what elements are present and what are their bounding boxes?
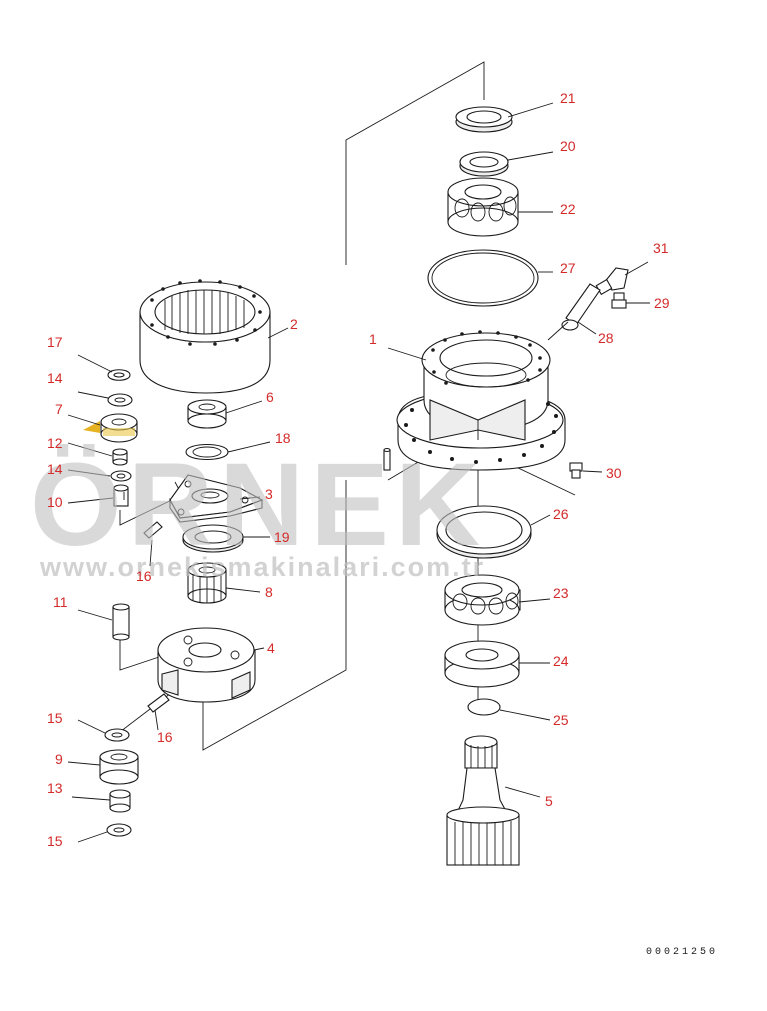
part-3-carrier	[169, 474, 264, 523]
part-18-snap-ring	[185, 443, 229, 461]
leader-lines	[67, 102, 650, 843]
part-1-housing	[396, 330, 566, 471]
label-14b: 14	[47, 461, 63, 477]
label-28: 28	[598, 330, 614, 346]
label-19: 19	[274, 529, 290, 545]
label-27: 27	[560, 260, 576, 276]
label-10: 10	[47, 494, 63, 510]
part-7-gear	[83, 413, 138, 443]
part-15-washer	[104, 728, 130, 742]
part-19-collar	[182, 524, 244, 553]
label-15: 15	[47, 710, 63, 726]
part-20-collar	[459, 151, 509, 177]
label-5: 5	[545, 793, 553, 809]
part-9-gear	[99, 749, 139, 785]
label-12: 12	[47, 435, 63, 451]
watermark-url: www.ornekismakinalari.com.tr	[39, 552, 485, 582]
label-13: 13	[47, 780, 63, 796]
part-16-pin-upper	[143, 521, 163, 539]
part-30-plug	[569, 462, 583, 479]
part-callouts: 21 20 22 27 31 29 28 1 2 17 14 7 12 14 1…	[47, 90, 670, 849]
part-17-snap-ring	[107, 369, 131, 381]
label-9: 9	[55, 751, 63, 767]
label-8: 8	[265, 584, 273, 600]
label-29: 29	[654, 295, 670, 311]
label-7: 7	[55, 401, 63, 417]
label-18: 18	[275, 430, 291, 446]
part-14-washer-lower	[110, 470, 132, 482]
part-29-plug	[611, 292, 627, 309]
label-2: 2	[290, 316, 298, 332]
label-24: 24	[553, 653, 569, 669]
part-16-pin-lower	[147, 693, 170, 713]
part-10-shaft	[113, 484, 129, 507]
watermark: ÖRNEK www.ornekismakinalari.com.tr	[30, 439, 486, 582]
label-25: 25	[553, 712, 569, 728]
part-6-bearing	[187, 399, 227, 429]
part-26-ring	[436, 505, 532, 559]
label-30: 30	[606, 465, 622, 481]
label-15b: 15	[47, 833, 63, 849]
part-28-pipe	[561, 283, 601, 331]
label-20: 20	[560, 138, 576, 154]
part-4-carrier	[157, 627, 256, 703]
watermark-brand: ÖRNEK	[30, 439, 486, 571]
label-3: 3	[265, 486, 273, 502]
label-22: 22	[560, 201, 576, 217]
part-11-shaft	[112, 603, 130, 641]
part-8-gear	[187, 562, 227, 604]
part-23-roller-bearing	[444, 574, 521, 626]
part-27-o-ring	[427, 249, 539, 307]
label-21: 21	[560, 90, 576, 106]
part-2-ring-gear	[139, 279, 271, 394]
label-16: 16	[136, 568, 152, 584]
label-11: 11	[53, 594, 68, 610]
label-31: 31	[653, 240, 669, 256]
part-15-washer-lower	[106, 823, 132, 837]
label-6: 6	[266, 389, 274, 405]
label-23: 23	[553, 585, 569, 601]
part-14-washer	[107, 393, 133, 407]
part-5-shaft	[446, 735, 520, 866]
part-24-collar	[444, 640, 520, 688]
label-4: 4	[267, 640, 275, 656]
part-31-elbow	[595, 267, 629, 296]
part-13-needle-bearing	[109, 789, 131, 813]
drawing-number: 00021250	[646, 947, 718, 958]
label-1: 1	[369, 331, 377, 347]
label-26: 26	[553, 506, 569, 522]
label-16b: 16	[157, 729, 173, 745]
dowel-pin	[383, 447, 391, 471]
part-25-o-ring	[467, 698, 501, 716]
part-22-roller-bearing	[447, 177, 519, 237]
label-17: 17	[47, 334, 63, 350]
part-12-needle-bearing	[112, 448, 128, 466]
label-14: 14	[47, 370, 63, 386]
part-21-oil-seal	[455, 106, 513, 133]
